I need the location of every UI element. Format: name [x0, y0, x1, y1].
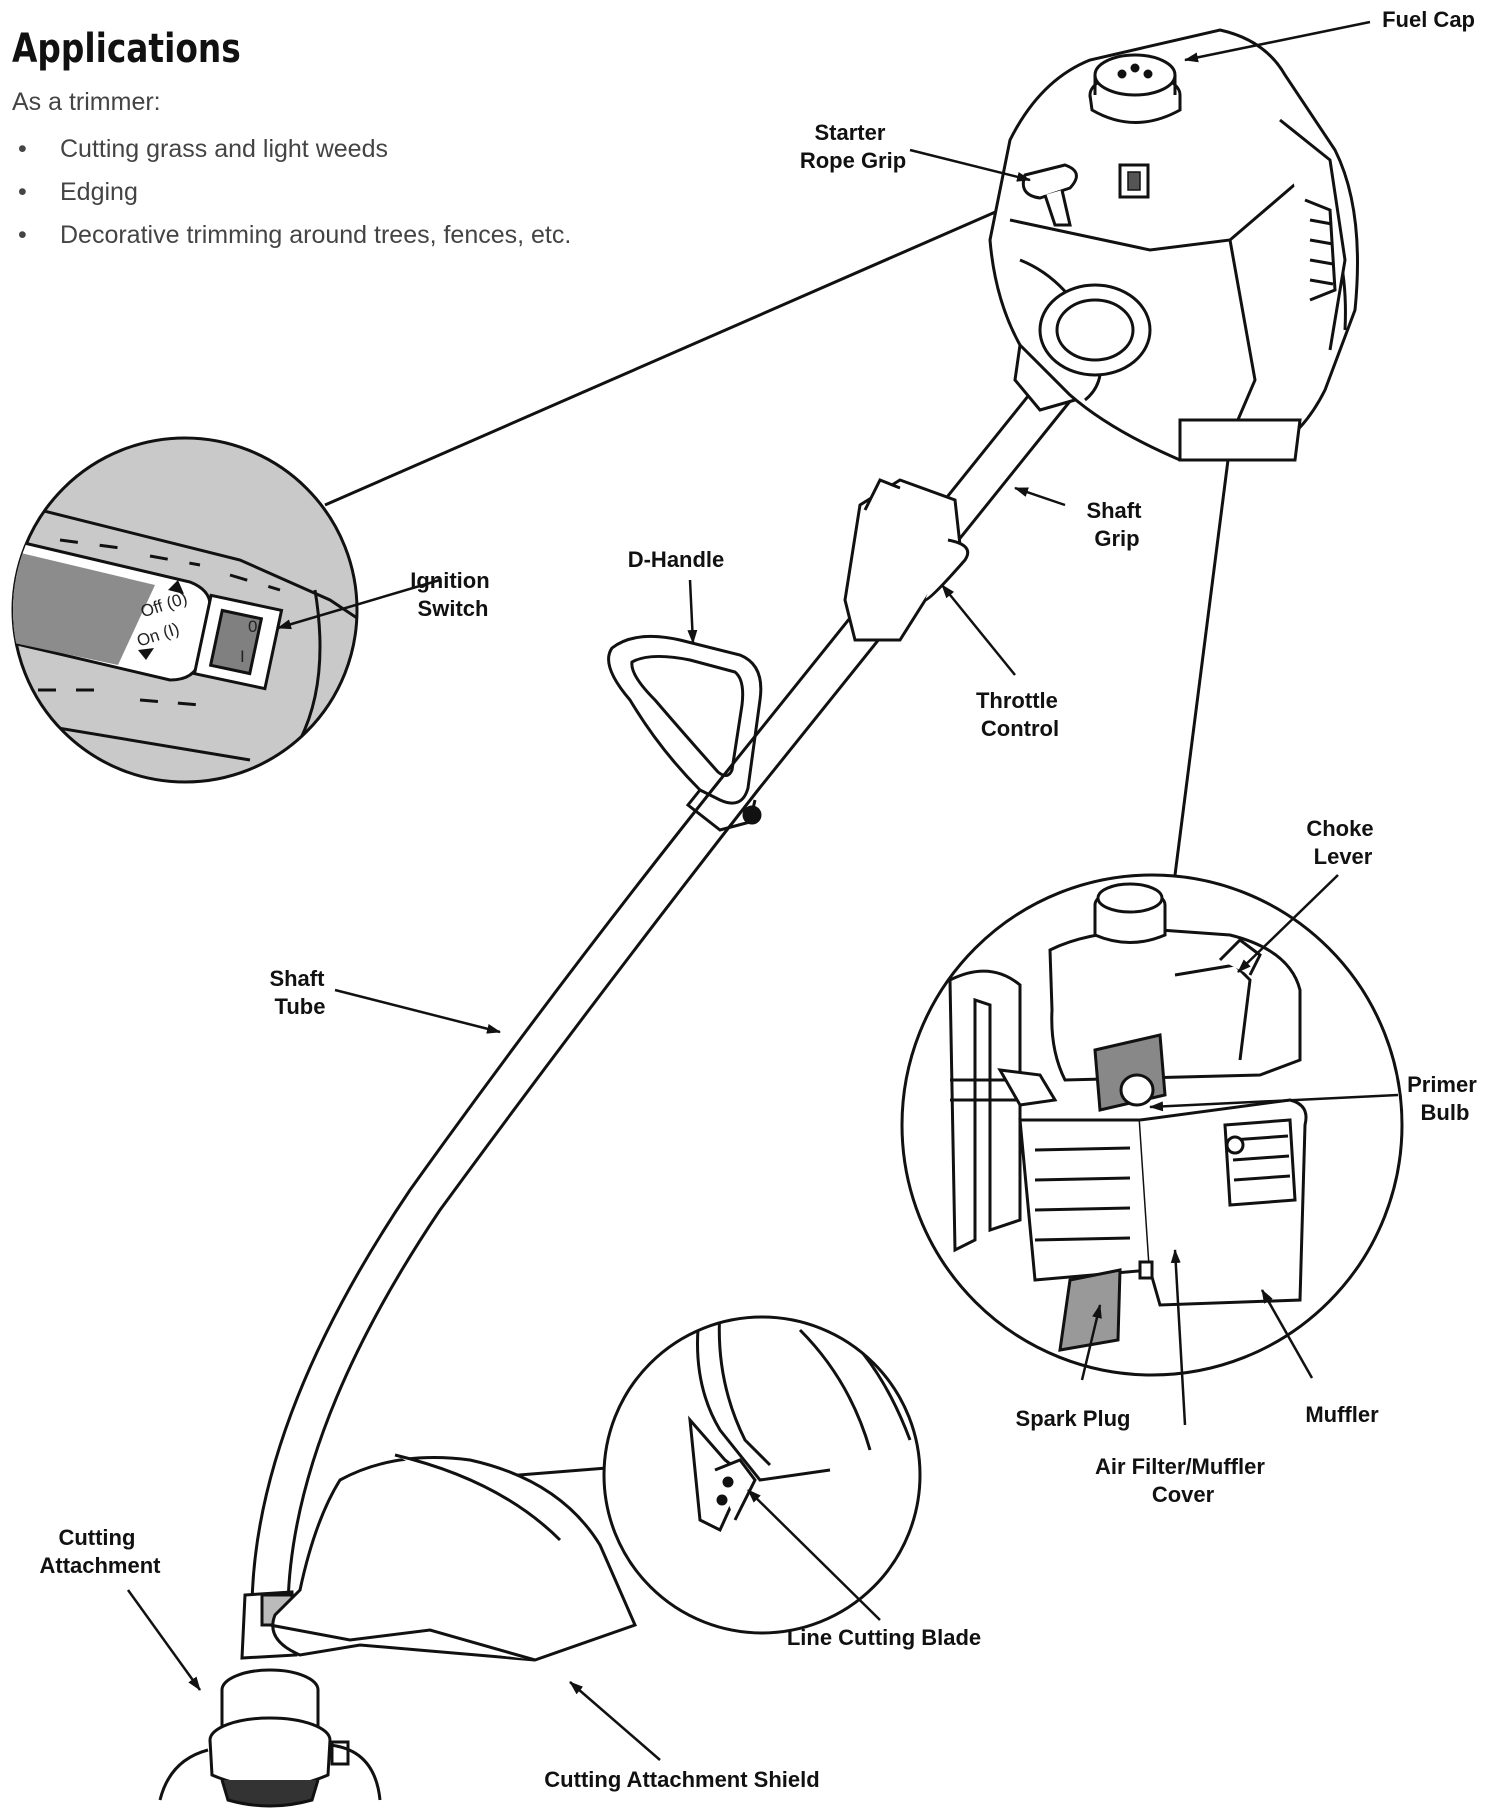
fuel-cap	[1088, 53, 1182, 124]
ignition-switch-arrow	[277, 578, 441, 630]
list-item-text: Cutting grass and light weeds	[60, 135, 388, 163]
throttle-control-arrow	[941, 584, 1016, 676]
engine-detail	[900, 873, 1404, 1377]
d-handle	[607, 634, 763, 832]
label-air-filter-cover: Air Filter/Muffler Cover	[1095, 1454, 1271, 1507]
page-title: Applications	[12, 26, 241, 72]
intro-text: As a trimmer:	[12, 88, 161, 116]
label-cutting-attachment-shield: Cutting Attachment Shield	[544, 1767, 819, 1792]
cutting-attachment-arrow	[126, 1589, 202, 1691]
ignition-detail: Off (0) On (I) 0 I	[11, 436, 359, 784]
shaft-grip-arrow	[1014, 486, 1066, 507]
choke-lever-arrow	[1237, 874, 1339, 973]
bullet-icon: •	[18, 178, 27, 206]
ignition-callout-line	[324, 208, 1001, 507]
shaft-grip	[843, 328, 1087, 642]
switch-one-text: I	[240, 647, 245, 666]
list-item-text: Edging	[60, 178, 138, 206]
bullet-icon: •	[18, 221, 27, 249]
label-fuel-cap: Fuel Cap	[1382, 7, 1475, 32]
label-choke-lever: Choke Lever	[1306, 816, 1379, 869]
line-cutting-blade-arrow	[747, 1489, 881, 1621]
cutting-attachment-shield	[269, 1453, 638, 1662]
label-cutting-attachment: Cutting Attachment	[39, 1525, 161, 1578]
list-item: • Decorative trimming around trees, fence…	[12, 214, 571, 257]
cutting-attachment-shield-arrow	[569, 1681, 661, 1761]
label-line-cutting-blade: Line Cutting Blade	[787, 1625, 981, 1650]
starter-rope-grip-arrow	[909, 148, 1031, 182]
shaft-tube-arrow	[334, 988, 501, 1034]
bullet-icon: •	[18, 135, 27, 163]
list-item: • Edging	[12, 171, 571, 214]
shaft-tube	[250, 374, 1077, 1606]
primer-bulb-arrow	[1149, 1093, 1399, 1112]
label-shaft-tube: Shaft Tube	[269, 966, 330, 1019]
label-shaft-grip: Shaft Grip	[1086, 498, 1147, 551]
d-handle-arrow	[687, 579, 698, 644]
muffler-arrow	[1260, 1289, 1314, 1379]
arrow-up-icon	[168, 580, 184, 594]
label-starter-rope-grip: Starter Rope Grip	[800, 120, 906, 173]
label-primer-bulb: Primer Bulb	[1407, 1072, 1483, 1125]
engine-callout-line	[1173, 459, 1230, 876]
label-ignition-switch: Ignition Switch	[410, 568, 496, 621]
fuel-cap-arrow	[1184, 20, 1371, 63]
label-throttle-control: Throttle Control	[976, 688, 1064, 741]
switch-zero-text: 0	[248, 617, 257, 636]
arrow-down-icon	[138, 648, 154, 660]
label-muffler: Muffler	[1305, 1402, 1379, 1427]
blade-detail	[602, 1315, 922, 1635]
applications-list: • Cutting grass and light weeds • Edging •…	[12, 128, 571, 257]
starter-rope-grip	[1021, 163, 1078, 227]
label-d-handle: D-Handle	[628, 547, 725, 572]
engine-housing	[988, 28, 1359, 462]
spark-plug-arrow	[1080, 1304, 1102, 1381]
air-filter-cover-arrow	[1170, 1249, 1187, 1426]
list-item: • Cutting grass and light weeds	[12, 128, 571, 171]
label-spark-plug: Spark Plug	[1016, 1406, 1131, 1431]
list-item-text: Decorative trimming around trees, fences…	[60, 221, 572, 249]
